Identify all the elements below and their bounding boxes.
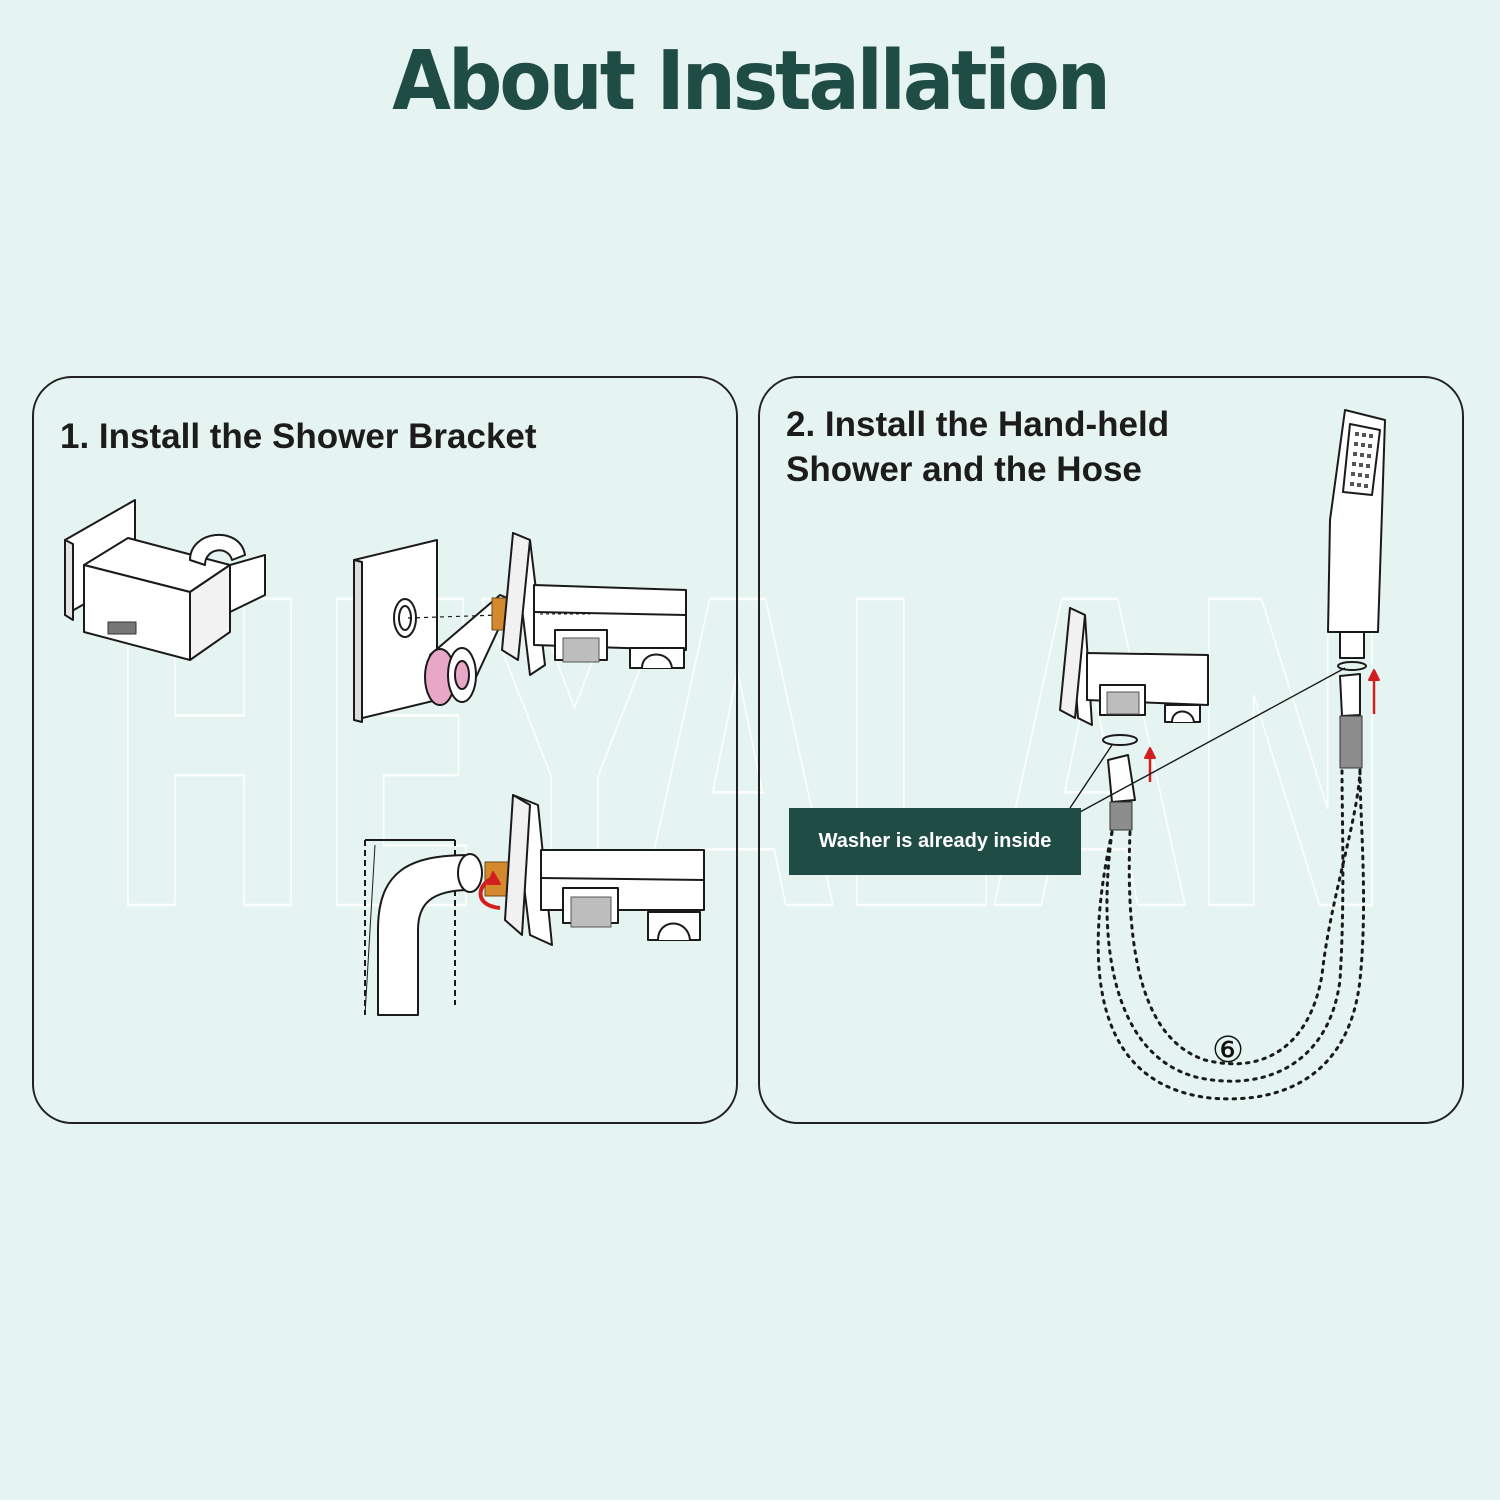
step2-bracket-illustration bbox=[1059, 607, 1209, 831]
step-1-panel: 1. Install the Shower Bracket bbox=[32, 376, 738, 1124]
page-title: About Installation bbox=[392, 32, 1111, 129]
handheld-shower-illustration bbox=[1327, 409, 1386, 769]
step-2-panel: 2. Install the Hand-held Shower and the … bbox=[758, 376, 1464, 1124]
bracket-exploded-illustration bbox=[491, 532, 687, 676]
spray-nozzle-grid bbox=[1350, 432, 1373, 488]
bracket-on-pipe-illustration bbox=[504, 794, 705, 946]
step-2-title: 2. Install the Hand-held Shower and the … bbox=[786, 405, 1170, 489]
wall-plate-illustration bbox=[353, 539, 438, 723]
wall-elbow-pipe-illustration bbox=[364, 839, 516, 1016]
assembled-bracket-illustration bbox=[64, 499, 266, 661]
shower-hose-illustration bbox=[1096, 768, 1366, 1101]
washer-callout: Washer is already inside bbox=[789, 808, 1081, 875]
part-number-marker: ⑥ bbox=[1211, 1030, 1245, 1071]
step-1-title: 1. Install the Shower Bracket bbox=[60, 417, 537, 456]
callout-leader-lines bbox=[1069, 667, 1346, 813]
